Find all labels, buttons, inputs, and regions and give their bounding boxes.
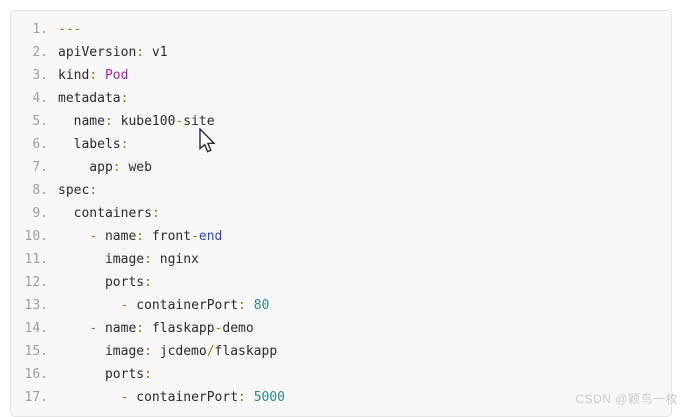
code-token: - (89, 321, 98, 336)
code-token: : (144, 252, 152, 267)
code-token: - (214, 321, 223, 336)
code-token: kind (58, 68, 90, 83)
code-token: : (112, 160, 121, 175)
code-token: demo (222, 321, 254, 336)
line-number: 4. (32, 91, 48, 106)
line-number: 16. (24, 367, 48, 382)
line-number: 9. (32, 206, 48, 221)
code-token: app (58, 160, 113, 175)
code-line: 6. labels: (11, 133, 671, 156)
code-token: --- (58, 22, 82, 37)
code-token: labels (58, 137, 121, 152)
code-token: - (175, 114, 184, 129)
code-token: end (198, 229, 223, 244)
code-token: v1 (144, 45, 168, 60)
line-number: 11. (24, 252, 48, 267)
line-number: 8. (32, 183, 48, 198)
code-token: jcdemo (151, 344, 207, 359)
line-number: 3. (32, 68, 48, 83)
code-token: : (151, 206, 160, 221)
code-token: : (89, 68, 98, 83)
code-token: kube100 (112, 114, 176, 129)
code-token: name (97, 321, 137, 336)
code-token: containerPort (128, 390, 239, 405)
code-token: nginx (151, 252, 199, 267)
code-line: 9. containers: (11, 202, 671, 225)
code-line: 5. name: kube100-site (11, 110, 671, 133)
code-token: 5000 (253, 390, 285, 405)
code-token: : (144, 275, 152, 290)
code-line: 16. ports: (11, 363, 671, 386)
code-token: name (97, 229, 137, 244)
code-token: : (104, 114, 113, 129)
line-number: 15. (24, 344, 48, 359)
code-token: flaskapp (144, 321, 215, 336)
code-token: : (136, 45, 145, 60)
code-token (58, 390, 121, 405)
line-number: 1. (32, 22, 48, 37)
code-token: - (89, 229, 98, 244)
code-token: : (238, 298, 246, 313)
code-token (97, 68, 105, 83)
code-line: 10. - name: front-end (11, 225, 671, 248)
code-token: site (183, 114, 215, 129)
line-number: 2. (32, 45, 48, 60)
code-token: - (120, 298, 129, 313)
code-token: image (58, 252, 145, 267)
code-token: 80 (253, 298, 270, 313)
code-token (58, 298, 121, 313)
code-token: web (120, 160, 152, 175)
watermark: CSDN @颖鸟一枚 (575, 392, 678, 406)
code-token: : (89, 183, 98, 198)
code-token: image (58, 344, 145, 359)
line-number: 12. (24, 275, 48, 290)
code-token: : (144, 367, 152, 382)
code-token: spec (58, 183, 90, 198)
code-line: 15. image: jcdemo/flaskapp (11, 340, 671, 363)
line-number: 7. (32, 160, 48, 175)
code-token: - (191, 229, 199, 244)
code-token: : (136, 321, 145, 336)
code-token: front (144, 229, 192, 244)
code-line: 4. metadata: (11, 87, 671, 110)
line-number: 6. (32, 137, 48, 152)
code-token: Pod (104, 68, 129, 83)
line-number: 17. (24, 390, 48, 405)
code-line: 13. - containerPort: 80 (11, 294, 671, 317)
code-line: 1. --- (11, 18, 671, 41)
code-token: : (120, 137, 129, 152)
code-token: containerPort (128, 298, 239, 313)
code-token: apiVersion (58, 45, 137, 60)
code-token: metadata (58, 91, 121, 106)
line-number: 13. (24, 298, 48, 313)
code-token: - (120, 390, 129, 405)
line-number: 5. (32, 114, 48, 129)
code-token (58, 229, 89, 244)
code-token: : (144, 344, 152, 359)
code-token: : (136, 229, 145, 244)
code-token: / (206, 344, 215, 359)
line-number: 14. (24, 321, 48, 336)
code-line: 3. kind: Pod (11, 64, 671, 87)
code-line: 8. spec: (11, 179, 671, 202)
code-token: flaskapp (214, 344, 278, 359)
code-token (58, 321, 89, 336)
code-token: name (58, 114, 105, 129)
code-line: 12. ports: (11, 271, 671, 294)
code-line: 17. - containerPort: 5000 (11, 386, 671, 409)
code-line: 11. image: nginx (11, 248, 671, 271)
code-token: ports (58, 367, 145, 382)
code-line: 7. app: web (11, 156, 671, 179)
code-token: ports (58, 275, 145, 290)
code-token: : (120, 91, 129, 106)
code-token: : (238, 390, 246, 405)
code-token (246, 390, 254, 405)
code-line: 14. - name: flaskapp-demo (11, 317, 671, 340)
code-token: containers (58, 206, 152, 221)
code-line: 2. apiVersion: v1 (11, 41, 671, 64)
code-token (246, 298, 254, 313)
line-number: 10. (24, 229, 48, 244)
